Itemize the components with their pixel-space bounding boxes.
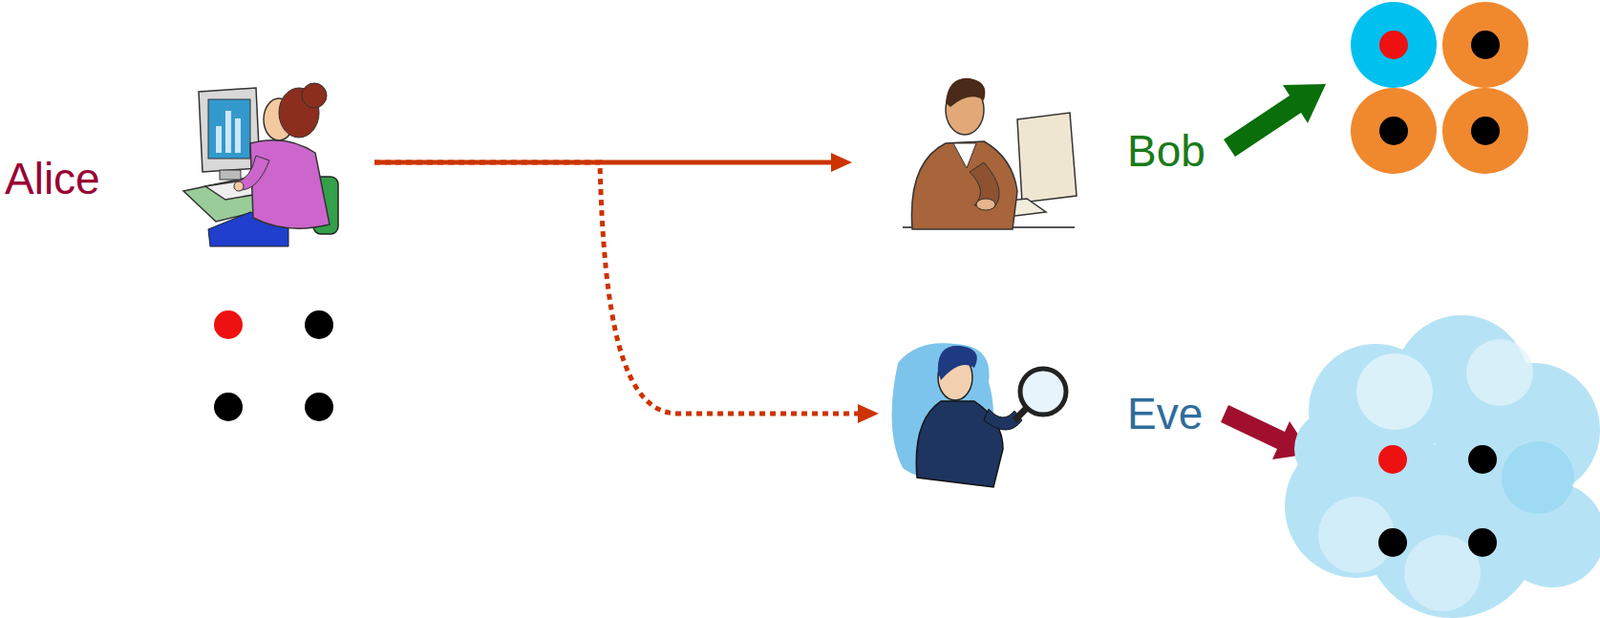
- alice-clipart-part: [234, 181, 244, 192]
- cloud-part: [1294, 410, 1371, 488]
- cloud-part: [1466, 339, 1534, 406]
- alice-clipart-part: [225, 110, 232, 153]
- bob-circles: [1350, 1, 1529, 174]
- alice-clipart-part: [234, 118, 241, 153]
- cloud-part: [1468, 445, 1497, 474]
- bob-clipart-part: [945, 78, 985, 107]
- alice-dots-part: [213, 392, 243, 422]
- bob-circles-part: [1471, 116, 1500, 146]
- eve-clipart-part: [938, 345, 978, 381]
- bob-circles-part: [1379, 30, 1408, 60]
- alice-clipart: [183, 83, 339, 247]
- alice-clipart-part: [215, 126, 222, 153]
- bob-circles-part: [1471, 30, 1500, 60]
- person-name: Bob: [1127, 125, 1206, 177]
- connector-line: [374, 160, 835, 166]
- cloud: [1284, 315, 1600, 618]
- bob-circles-part: [1442, 1, 1529, 88]
- cloud-part: [1378, 528, 1408, 557]
- cloud-part: [1378, 445, 1408, 474]
- cloud-part: [1468, 528, 1497, 557]
- bob-circles-part: [1379, 116, 1408, 146]
- alice-clipart-part: [301, 83, 327, 108]
- eve-clipart-part: [1020, 368, 1067, 415]
- bob-clipart-part: [1017, 112, 1077, 203]
- arrow-connector: [374, 152, 853, 172]
- alice-dots-part: [213, 310, 243, 340]
- bob-circles-part: [1350, 87, 1437, 174]
- bob-circles-part: [1350, 1, 1437, 88]
- cloud-part: [1356, 353, 1433, 430]
- person-name: Eve: [1127, 387, 1203, 440]
- alice-clipart-part: [208, 99, 251, 159]
- eve-clipart: [892, 342, 1067, 488]
- arrow-head: [831, 152, 853, 172]
- bob-clipart-part: [953, 143, 977, 169]
- arrow-head: [857, 404, 879, 424]
- dotted-arrow: [374, 162, 879, 424]
- bob-clipart: [902, 78, 1077, 230]
- person-node: Eve: [878, 329, 1212, 497]
- alice-dots: [213, 310, 334, 422]
- bob-clipart-part: [976, 198, 996, 211]
- alice-clipart-part: [219, 170, 241, 180]
- person-node: Bob: [852, 66, 1217, 244]
- bob-circles-part: [1442, 87, 1529, 174]
- alice-dots-part: [304, 310, 334, 340]
- alice-dots-part: [304, 392, 334, 422]
- cloud-part: [1501, 441, 1575, 514]
- green-arrow: [1223, 84, 1326, 157]
- person-node: Alice: [0, 81, 375, 254]
- person-name: Alice: [4, 152, 101, 205]
- alice-clipart-part: [250, 140, 330, 230]
- connector-line: [374, 162, 862, 414]
- bob-clipart-part: [911, 141, 1018, 230]
